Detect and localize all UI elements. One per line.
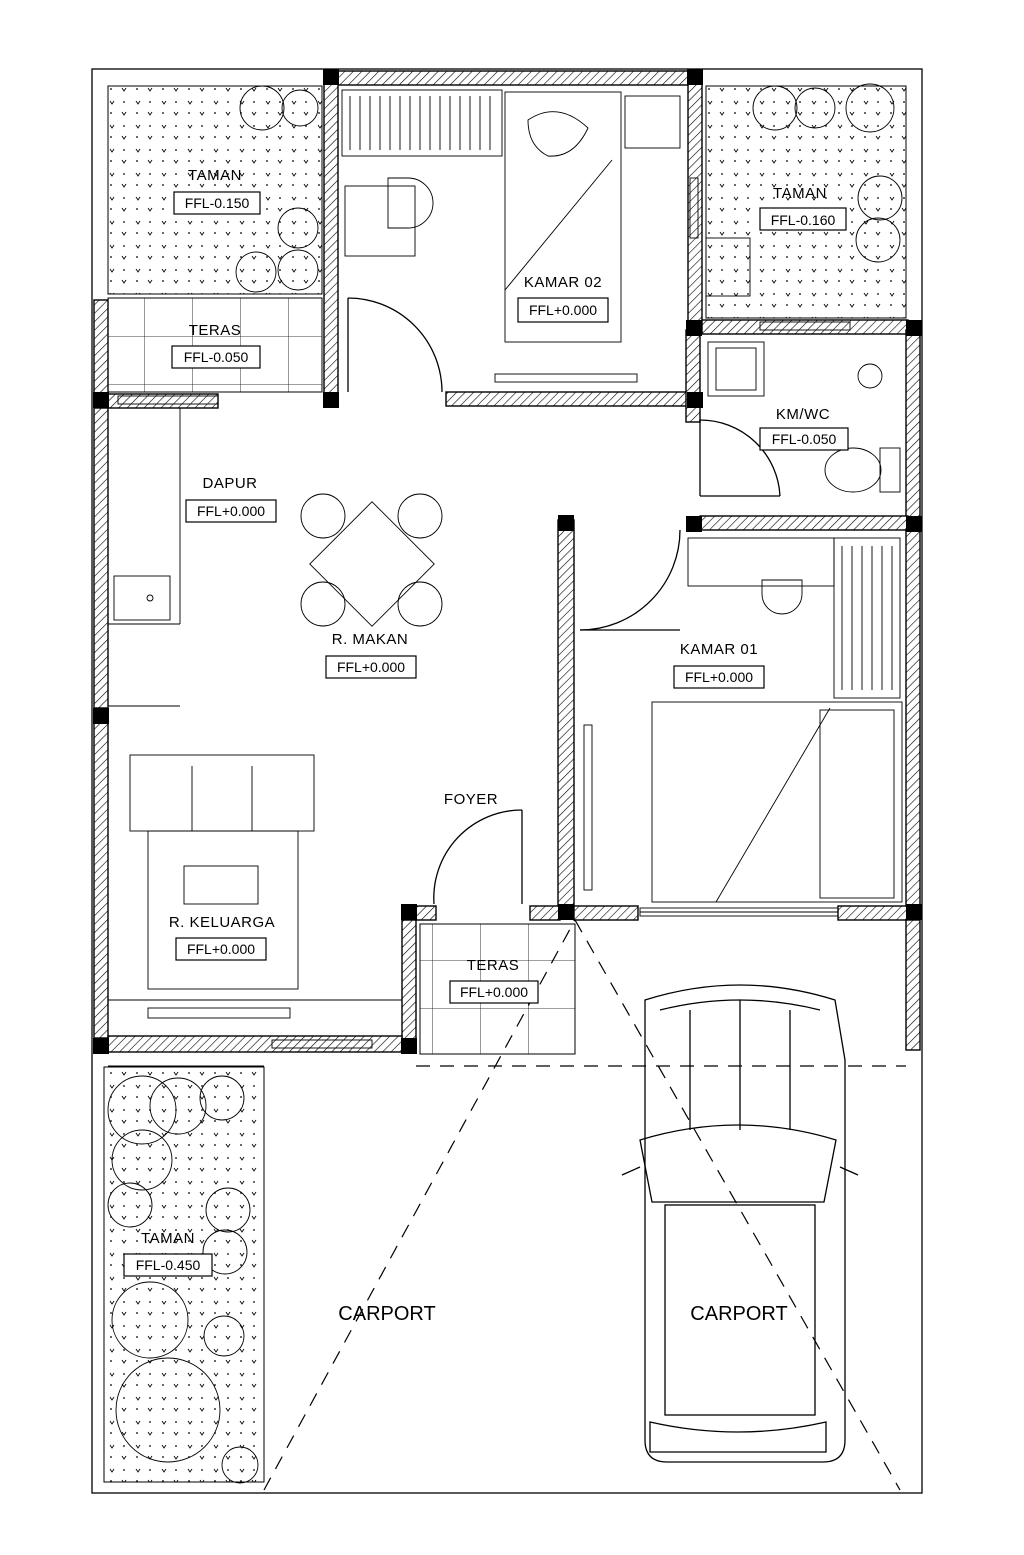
- shrubs: [107, 83, 903, 1484]
- room-name: KM/WC: [776, 406, 830, 423]
- level-value: FFL+0.000: [685, 669, 753, 685]
- room-name: CARPORT: [690, 1303, 787, 1325]
- label-km-wc: KM/WC FFL-0.050: [759, 406, 849, 451]
- label-carport-right: CARPORT: [690, 1303, 787, 1325]
- kamar-02-furniture: [341, 89, 681, 383]
- level-value: FFL-0.160: [771, 212, 836, 228]
- label-dapur: DAPUR FFL+0.000: [185, 475, 277, 523]
- dapur-makan-furniture: [108, 408, 443, 707]
- level-value: FFL+0.000: [460, 984, 528, 1000]
- label-r-makan: R. MAKAN FFL+0.000: [325, 631, 417, 679]
- level-value: FFL+0.000: [187, 941, 255, 957]
- label-kamar-01: KAMAR 01 FFL+0.000: [673, 641, 765, 689]
- room-name: TERAS: [189, 322, 242, 339]
- level-value: FFL-0.450: [136, 1257, 201, 1273]
- room-name: R. MAKAN: [332, 631, 409, 648]
- room-name: R. KELUARGA: [169, 914, 275, 931]
- level-value: FFL-0.050: [772, 431, 837, 447]
- room-name: DAPUR: [202, 475, 257, 492]
- kamar-01-furniture: [583, 537, 903, 903]
- car-icon: [621, 984, 859, 1463]
- label-teras-top: TERAS FFL-0.050: [171, 322, 261, 369]
- level-value: FFL+0.000: [529, 302, 597, 318]
- garden-areas: [103, 85, 907, 1483]
- columns: [93, 69, 922, 1054]
- label-r-keluarga: R. KELUARGA FFL+0.000: [169, 914, 275, 961]
- room-name: KAMAR 01: [680, 641, 758, 658]
- room-name: CARPORT: [338, 1303, 435, 1325]
- level-value: FFL+0.000: [337, 659, 405, 675]
- label-carport-left: CARPORT: [338, 1303, 435, 1325]
- room-name: TAMAN: [773, 185, 827, 202]
- level-value: FFL+0.000: [197, 503, 265, 519]
- site-boundary: [91, 68, 923, 1494]
- label-taman-top-left: TAMAN FFL-0.150: [173, 167, 261, 215]
- label-taman-bottom: TAMAN FFL-0.450: [123, 1230, 213, 1277]
- windows: [117, 177, 851, 1049]
- keluarga-furniture: [108, 754, 402, 1019]
- room-name: KAMAR 02: [524, 274, 602, 291]
- label-teras-front: TERAS FFL+0.000: [449, 957, 539, 1004]
- doors: [347, 297, 781, 905]
- label-taman-top-right: TAMAN FFL-0.160: [759, 185, 847, 231]
- room-name: TAMAN: [188, 167, 242, 184]
- room-name: FOYER: [444, 791, 498, 808]
- room-name: TERAS: [467, 957, 520, 974]
- label-foyer: FOYER: [444, 791, 498, 808]
- carport-guides: [108, 919, 906, 1491]
- level-value: FFL-0.050: [184, 349, 249, 365]
- level-value: FFL-0.150: [185, 195, 250, 211]
- room-name: TAMAN: [141, 1230, 195, 1247]
- label-kamar-02: KAMAR 02 FFL+0.000: [517, 274, 609, 323]
- kmwc-fixtures: [705, 237, 901, 493]
